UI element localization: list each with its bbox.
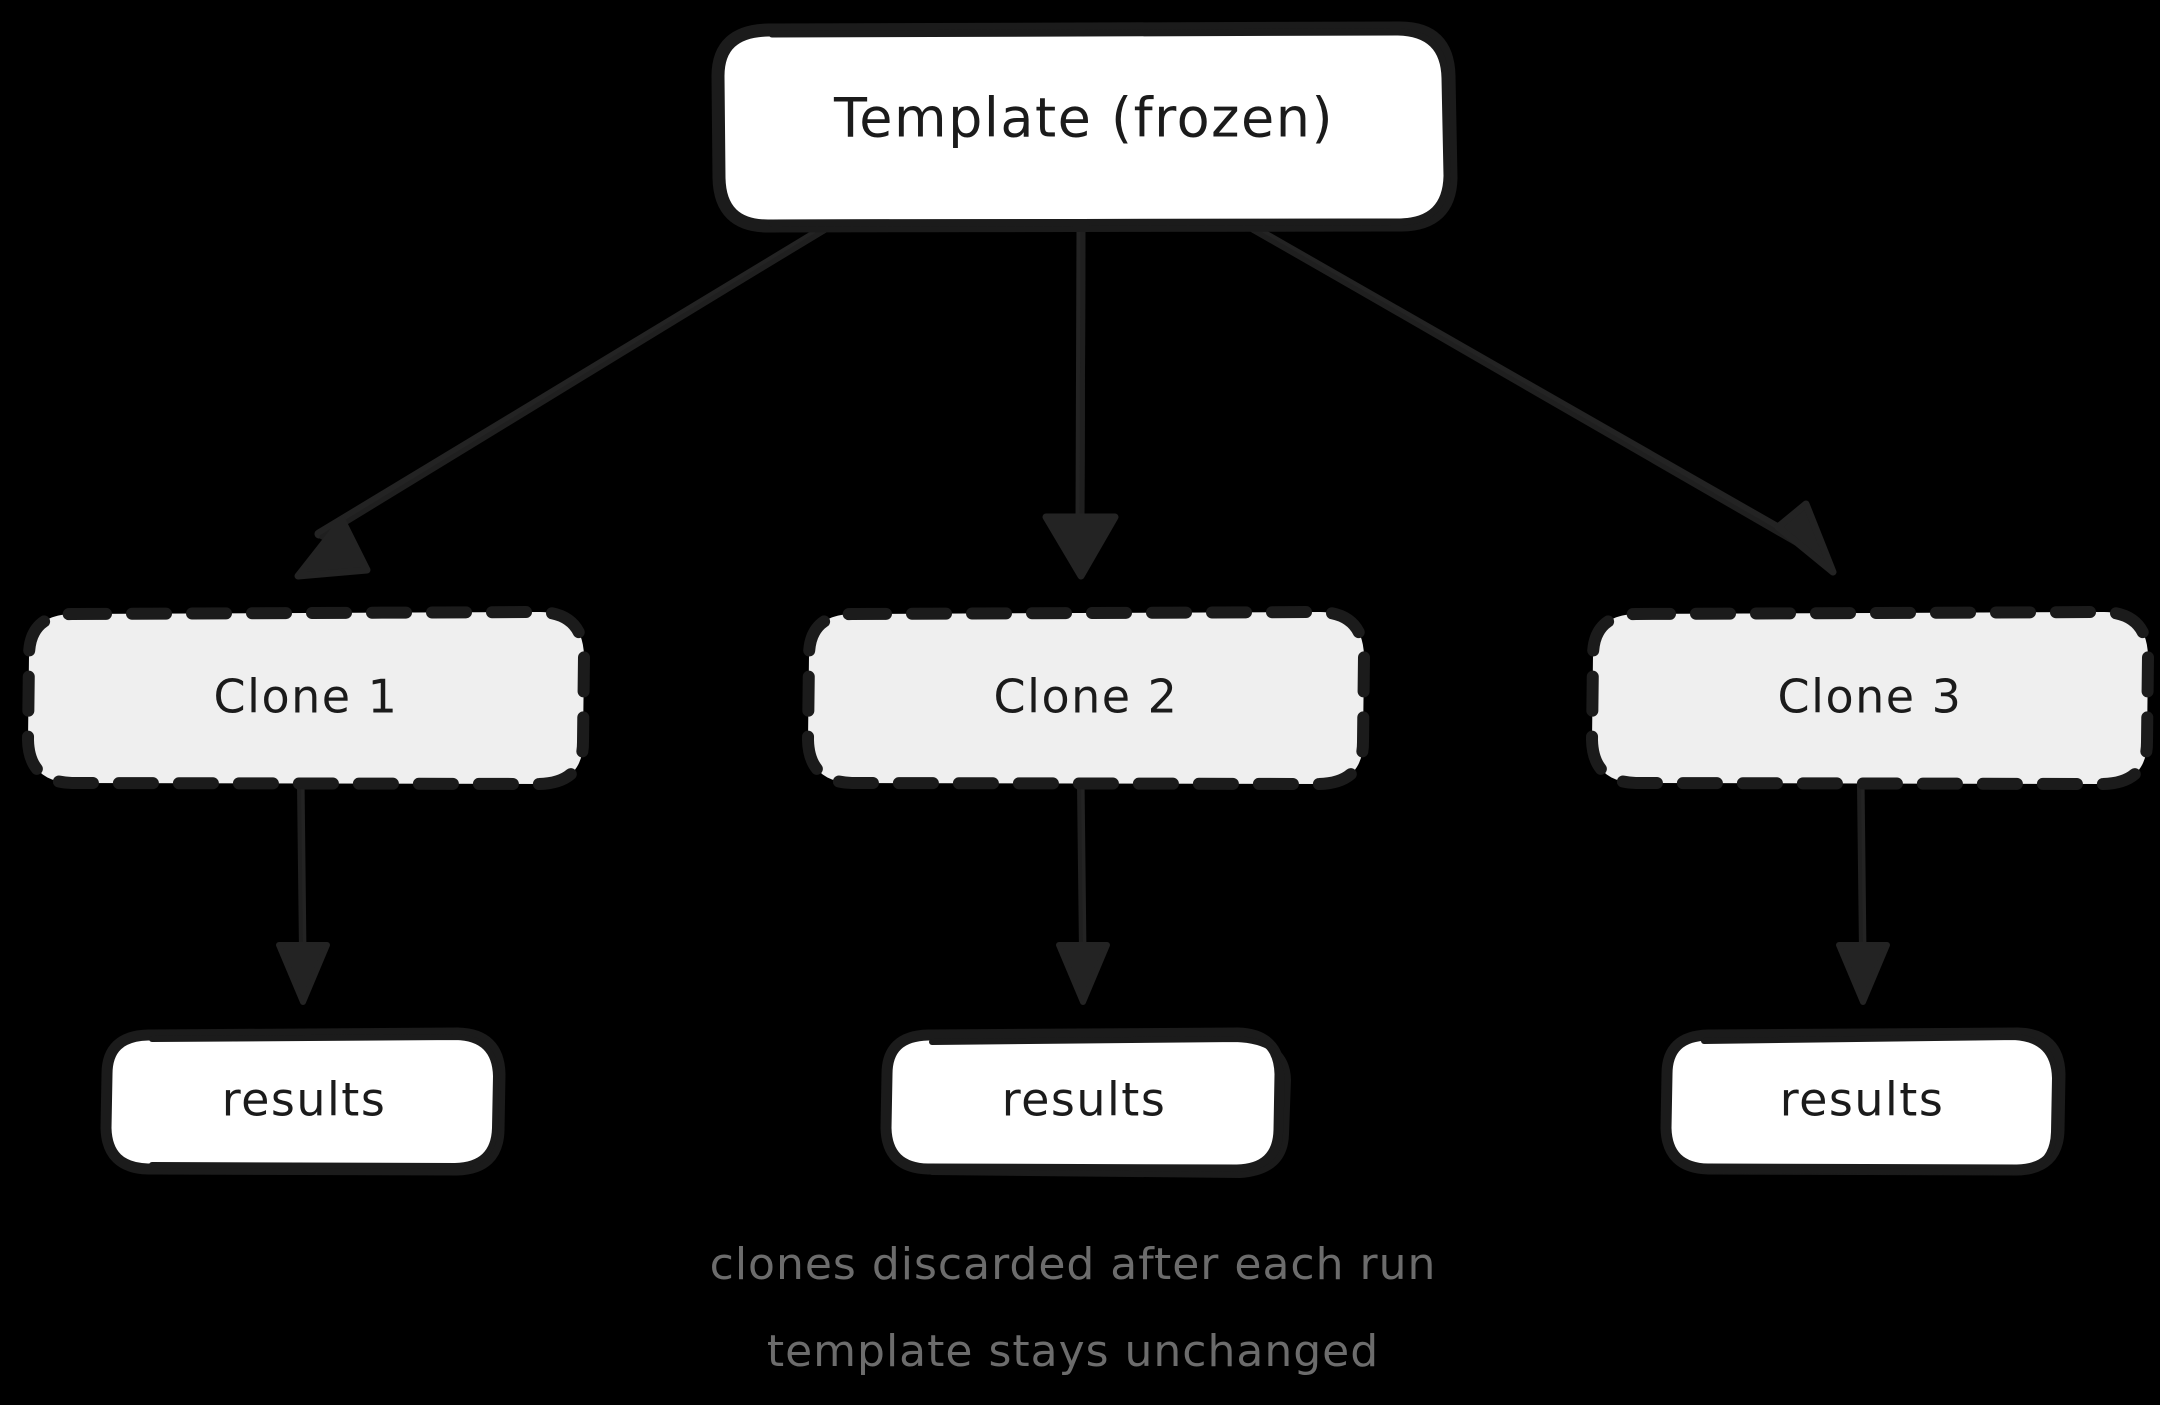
edge-clone-1-to-results-1 [276, 776, 330, 1005]
node-clone-2[interactable]: Clone 2 [802, 606, 1370, 790]
clone-1-box-outline [22, 606, 590, 790]
results-2-label: results [1002, 1073, 1167, 1127]
node-results-1[interactable]: results [100, 1027, 506, 1176]
caption-line-2: template stays unchanged [767, 1326, 1379, 1377]
caption-line-1: clones discarded after each run [710, 1239, 1437, 1290]
clone-2-label: Clone 2 [994, 670, 1179, 724]
edge-clone-3-to-results-3 [1836, 776, 1890, 1005]
node-results-2[interactable]: results [880, 1027, 1292, 1179]
template-label: Template (frozen) [833, 87, 1334, 150]
clone-3-box-outline [1586, 606, 2154, 790]
template-box-sketch-pass [768, 28, 1451, 227]
clone-1-label: Clone 1 [214, 670, 399, 724]
results-1-label: results [222, 1073, 387, 1127]
edge-template-to-clone-2 [1042, 223, 1119, 580]
node-results-3[interactable]: results [1660, 1027, 2066, 1176]
clone-2-box-outline [802, 606, 1370, 790]
node-template[interactable]: Template (frozen) [711, 21, 1458, 233]
edge-clone-2-to-results-2 [1056, 776, 1110, 1005]
clone-3-label: Clone 3 [1778, 670, 1963, 724]
edge-template-to-clone-1 [294, 223, 830, 580]
results-3-box-sketch-pass [1701, 1033, 2059, 1176]
results-1-box-sketch-pass [149, 1033, 500, 1170]
results-1-box-outline [100, 1027, 506, 1176]
node-clone-3[interactable]: Clone 3 [1586, 606, 2154, 790]
results-2-box-sketch-pass [929, 1035, 1292, 1179]
node-clone-1[interactable]: Clone 1 [22, 606, 590, 790]
results-3-label: results [1780, 1073, 1945, 1127]
edge-template-to-clone-3 [1248, 223, 1837, 576]
